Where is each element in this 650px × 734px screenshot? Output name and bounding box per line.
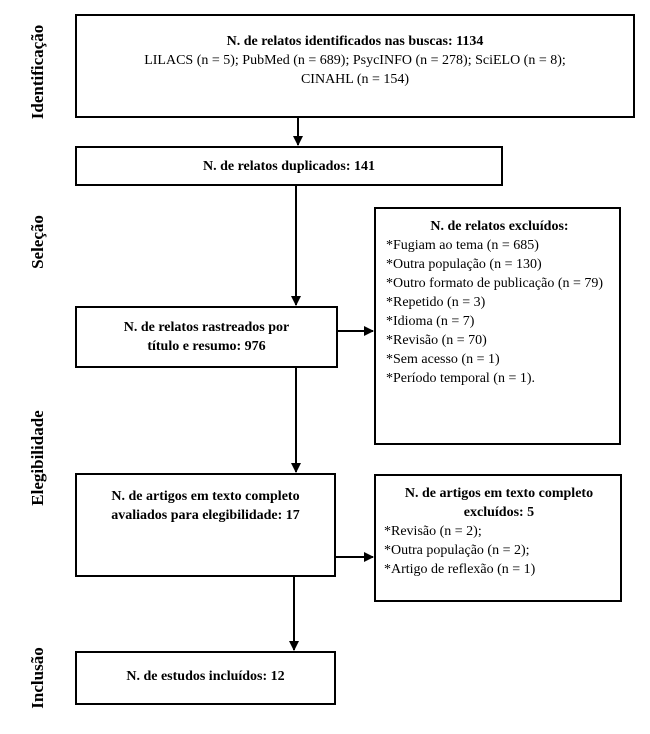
fulltext-excluded-item: *Outra população (n = 2); — [384, 543, 530, 558]
excluded-records-title: N. de relatos excluídos: — [430, 219, 569, 234]
excluded-records-item: *Fugiam ao tema (n = 685) — [386, 238, 539, 253]
fulltext-excluded-box: N. de artigos em texto completo excluído… — [374, 474, 622, 602]
duplicates-label: N. de relatos duplicados: 141 — [202, 159, 376, 174]
identified-title: N. de relatos identificados nas buscas: … — [226, 34, 484, 49]
fulltext-assessed-line1: N. de artigos em texto completo — [111, 489, 300, 504]
duplicates-box: N. de relatos duplicados: 141 — [75, 146, 503, 186]
excluded-records-list: *Fugiam ao tema (n = 685) *Outra populaç… — [386, 236, 613, 388]
screened-box: N. de relatos rastreados por título e re… — [75, 306, 338, 368]
fulltext-excluded-item: *Revisão (n = 2); — [384, 524, 482, 539]
excluded-records-item: *Outro formato de publicação (n = 79) — [386, 276, 604, 291]
excluded-records-item: *Período temporal (n = 1). — [386, 371, 536, 386]
excluded-records-item: *Idioma (n = 7) — [386, 314, 475, 329]
excluded-records-item: *Outra população (n = 130) — [386, 257, 542, 272]
excluded-records-box: N. de relatos excluídos: *Fugiam ao tema… — [374, 207, 621, 445]
fulltext-excluded-list: *Revisão (n = 2); *Outra população (n = … — [384, 522, 614, 579]
fulltext-excluded-line1: N. de artigos em texto completo — [404, 486, 594, 501]
fulltext-assessed-box: N. de artigos em texto completo avaliado… — [75, 473, 336, 577]
included-box: N. de estudos incluídos: 12 — [75, 651, 336, 705]
identified-sources-line1: LILACS (n = 5); PubMed (n = 689); PsycIN… — [144, 53, 566, 68]
screened-line1: N. de relatos rastreados por — [123, 320, 290, 335]
excluded-records-item: *Revisão (n = 70) — [386, 333, 487, 348]
excluded-records-item: *Repetido (n = 3) — [386, 295, 486, 310]
screened-line2: título e resumo: 976 — [147, 339, 266, 354]
fulltext-excluded-line2: excluídos: 5 — [463, 505, 535, 520]
identified-sources-line2: CINAHL (n = 154) — [300, 72, 410, 87]
fulltext-assessed-line2: avaliados para elegibilidade: 17 — [111, 508, 300, 523]
excluded-records-item: *Sem acesso (n = 1) — [386, 352, 500, 367]
fulltext-excluded-item: *Artigo de reflexão (n = 1) — [384, 562, 536, 577]
identified-box: N. de relatos identificados nas buscas: … — [75, 14, 635, 118]
included-label: N. de estudos incluídos: 12 — [126, 669, 285, 684]
